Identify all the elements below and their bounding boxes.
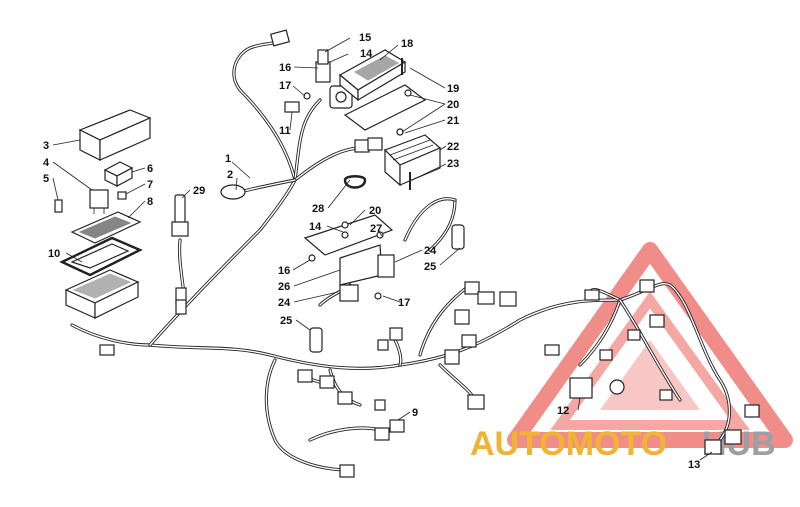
callout-7: 7 [147,179,153,191]
ecu-bracket [343,84,427,136]
right-harness-connectors [584,279,665,361]
watermark-text-auto: AUTOMOTO [470,425,667,463]
fuse [54,199,63,213]
connector-13 [659,389,760,455]
callout-14-top: 14 [360,48,373,60]
connector-top [269,29,291,47]
callout-26: 26 [278,281,290,293]
callout-20-top: 20 [447,99,459,111]
callout-24-right: 24 [424,245,437,257]
callout-5: 5 [43,173,49,185]
callout-28: 28 [312,203,324,215]
leader-lines [52,37,713,461]
fuse-box-base [64,269,140,319]
callout-15: 15 [359,32,371,44]
callout-17-mid: 17 [398,297,410,309]
connector-11 [284,101,300,113]
fuse-box-gasket [59,236,143,277]
sensor-24-lower [339,284,359,302]
callouts: 1 2 3 4 5 6 7 8 9 10 11 12 13 14 14 15 1… [43,32,700,471]
mini-fuse [117,191,127,200]
callout-21: 21 [447,115,459,127]
sensor-25-upper [451,224,465,250]
callout-25-right: 25 [424,261,436,273]
callout-13: 13 [688,459,700,471]
callout-1: 1 [225,153,231,165]
hardware-bolts [303,58,411,300]
callout-11: 11 [279,125,291,137]
callout-12: 12 [557,405,569,417]
callout-10: 10 [48,248,60,260]
callout-3: 3 [43,140,49,152]
callout-23: 23 [447,158,459,170]
voltage-regulator [383,134,442,187]
callout-18: 18 [401,38,413,50]
sensor-25-lower [309,327,323,353]
callout-22: 22 [447,141,459,153]
harness-connectors [99,281,517,478]
callout-24-left: 24 [278,297,291,309]
regulator-connector [354,137,383,153]
callout-29: 29 [193,185,205,197]
sensor-24-upper [377,254,395,278]
callout-20-mid: 20 [369,205,381,217]
connector-9 [374,419,405,441]
callout-9: 9 [412,407,418,419]
callout-14-mid: 14 [309,221,322,233]
callout-19: 19 [447,83,459,95]
ground-clip [220,184,246,200]
callout-27: 27 [370,223,382,235]
connector-12 [544,344,625,399]
relay-small [89,189,109,214]
ecu [338,49,407,102]
callout-17-top: 17 [279,80,291,92]
relay-15 [315,49,331,83]
callout-6: 6 [147,163,153,175]
callout-16-mid: 16 [278,265,290,277]
callout-8: 8 [147,196,153,208]
o2-sensor [171,194,189,305]
callout-16-top: 16 [279,62,291,74]
callout-25-left: 25 [280,315,292,327]
clamp-28 [343,175,367,189]
callout-2: 2 [227,169,233,181]
fuse-box-cover [78,109,152,161]
fuse-panel-label [70,211,142,244]
relay-large [103,161,134,187]
callout-4: 4 [43,157,50,169]
